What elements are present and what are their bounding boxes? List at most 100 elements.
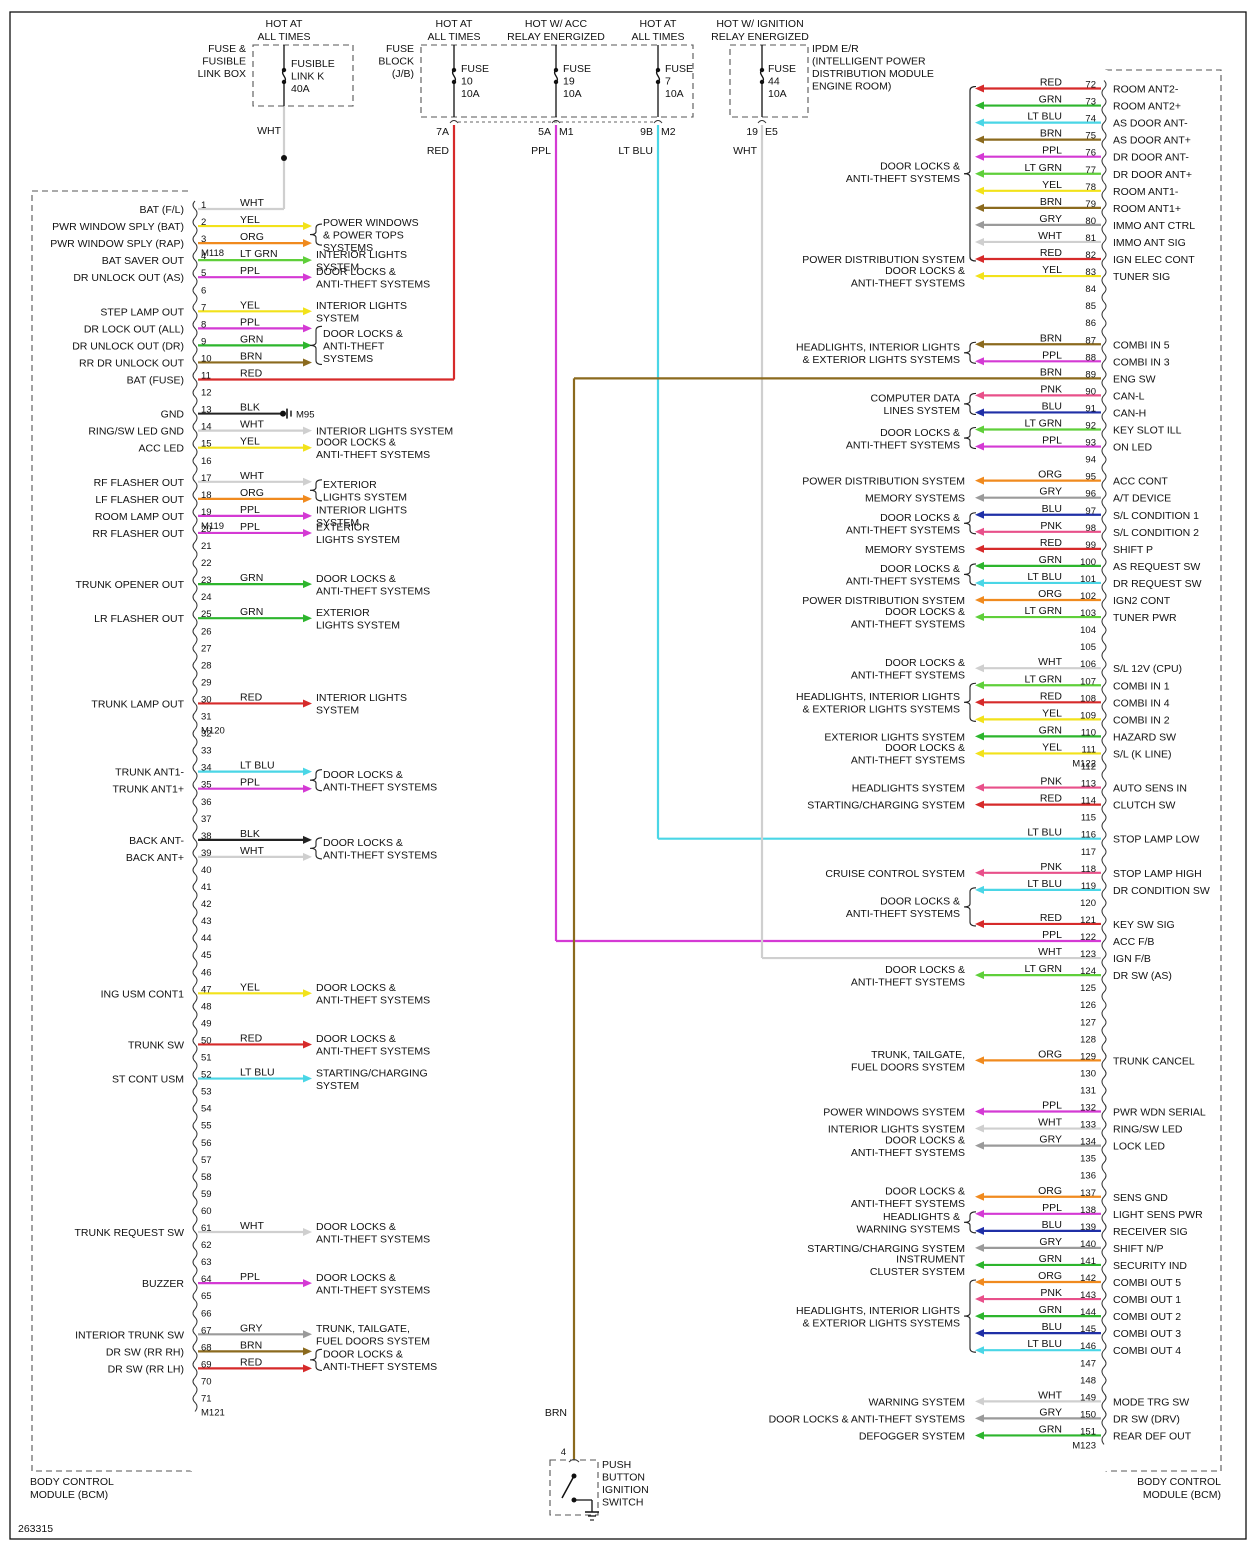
pin-curl [1101, 1154, 1107, 1172]
pin-curl [1101, 745, 1107, 763]
left-pin-number: 15 [201, 439, 212, 450]
right-pin-number: 88 [1085, 352, 1096, 363]
left-pin-number: 61 [201, 1223, 212, 1234]
system-label: STARTING/CHARGING SYSTEM [807, 1243, 965, 1255]
right-pin-name: ACC F/B [1113, 936, 1154, 948]
pin-curl [1101, 1256, 1107, 1275]
bracket [309, 325, 323, 365]
connector-id: M121 [201, 1408, 225, 1419]
right-pin-number: 147 [1080, 1358, 1096, 1369]
pin-curl [192, 558, 198, 577]
pin-curl [653, 120, 663, 124]
pin-curl [1101, 1188, 1107, 1207]
left-pin-number: 35 [201, 780, 212, 791]
system-label: DOOR LOCKS & [323, 837, 403, 849]
wire-arrow [303, 307, 312, 316]
pin-curl [1101, 489, 1107, 508]
right-pin-number: 91 [1085, 403, 1096, 414]
system-label: WARNING SYSTEM [869, 1396, 965, 1408]
left-pin-name: DR UNLOCK OUT (AS) [73, 272, 184, 284]
right-pin-name: DR DOOR ANT- [1113, 152, 1189, 164]
bracket [309, 223, 323, 246]
wire-color-code: PNK [1040, 776, 1062, 788]
right-pin-number: 86 [1085, 318, 1096, 329]
wire-color-code: BRN [240, 350, 262, 362]
right-pin-name: KEY SLOT ILL [1113, 425, 1182, 437]
right-pin-number: 78 [1085, 182, 1096, 193]
pin-curl [1101, 131, 1107, 149]
pin-curl [1101, 949, 1107, 968]
system-label: INTERIOR LIGHTS [316, 249, 407, 261]
system-label: ANTI-THEFT SYSTEMS [851, 277, 965, 289]
hot-label: HOT W/ IGNITION [716, 18, 803, 30]
wire-arrow [303, 239, 312, 248]
wire-arrow [975, 169, 984, 178]
left-pin-name: TRUNK REQUEST SW [75, 1227, 185, 1239]
right-pin-name: COMBI IN 1 [1113, 680, 1170, 692]
left-pin-number: 26 [201, 626, 212, 637]
left-pin-number: 21 [201, 541, 212, 552]
wire-arrow [975, 272, 984, 281]
pin-curl [1101, 881, 1107, 900]
system-label: DOOR LOCKS & [885, 1186, 965, 1198]
terminal-id: 5A [538, 126, 551, 138]
pin-curl [1101, 97, 1107, 115]
right-pin-name: S/L 12V (CPU) [1113, 663, 1182, 675]
pin-curl [1101, 625, 1107, 644]
system-label: INTERIOR LIGHTS [316, 505, 407, 517]
left-pin-name: ST CONT USM [112, 1074, 184, 1086]
pin-curl [1101, 216, 1107, 235]
right-pin-name: DR SW (AS) [1113, 970, 1172, 982]
pin-curl [1101, 1307, 1107, 1326]
right-pin-name: SECURITY IND [1113, 1260, 1187, 1272]
system-label: DOOR LOCKS & [885, 742, 965, 754]
wire-color-code: RED [1040, 912, 1063, 924]
left-pin-number: 4 [201, 251, 206, 262]
wire-arrow [975, 442, 984, 451]
left-pin-number: 22 [201, 558, 212, 569]
system-label: COMPUTER DATA [871, 393, 960, 405]
right-pin-name: COMBI OUT 5 [1113, 1277, 1181, 1289]
wire-color-code: YEL [240, 214, 260, 226]
right-pin-number: 138 [1080, 1205, 1096, 1216]
wire-arrow [975, 578, 984, 587]
fuse-label: LINK K [291, 71, 324, 83]
right-pin-number: 117 [1081, 847, 1096, 858]
system-label: SYSTEM [316, 705, 359, 717]
pin-curl [192, 1325, 198, 1344]
right-pin-name: DR CONDITION SW [1113, 885, 1210, 897]
right-pin-number: 109 [1080, 710, 1096, 721]
pin-curl [1101, 1086, 1107, 1104]
right-pin-number: 79 [1085, 199, 1096, 210]
right-pin-number: 121 [1080, 915, 1096, 926]
system-label: SYSTEM [316, 313, 359, 325]
system-label: DOOR LOCKS & [885, 265, 965, 277]
wire-arrow [975, 118, 984, 127]
pin-curl [192, 1377, 198, 1395]
right-pin-number: 81 [1085, 233, 1096, 244]
right-pin-number: 76 [1085, 148, 1096, 159]
left-pin-name: DR SW (RR LH) [108, 1363, 184, 1375]
pin-curl [1101, 284, 1107, 303]
pin-curl [1101, 1069, 1107, 1087]
wire-arrow [975, 1209, 984, 1218]
left-pin-name: DR LOCK OUT (ALL) [84, 323, 184, 335]
wire-arrow [975, 1243, 984, 1252]
right-pin-number: 146 [1080, 1341, 1096, 1352]
pin-curl [1101, 318, 1107, 337]
wire-color-code: RED [1040, 247, 1063, 259]
wire-arrow [303, 767, 312, 776]
system-label: EXTERIOR [323, 479, 377, 491]
wire-color-code: RED [240, 691, 263, 703]
pin-curl [1101, 915, 1107, 934]
wire-arrow [975, 1346, 984, 1355]
wire-color-code: LT BLU [1027, 827, 1062, 839]
left-pin-number: 17 [201, 473, 212, 484]
wire-arrow [975, 783, 984, 792]
wire-arrow [303, 1347, 312, 1356]
right-pin-name: COMBI OUT 2 [1113, 1311, 1181, 1323]
hot-label: HOT AT [640, 18, 678, 30]
right-pin-name: S/L (K LINE) [1113, 748, 1172, 760]
connector-id: M122 [1072, 758, 1096, 769]
system-label: SYSTEM [316, 517, 359, 529]
